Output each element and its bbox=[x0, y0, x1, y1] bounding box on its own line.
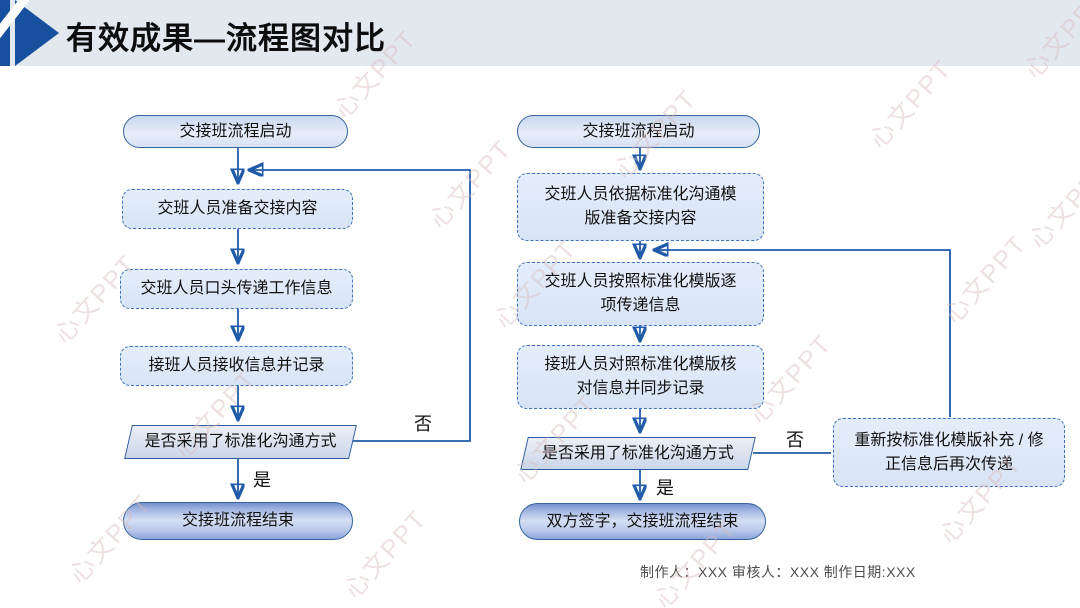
left-conn-no-loop bbox=[250, 170, 471, 442]
left-decision-label: 是否采用了标准化沟通方式 bbox=[144, 433, 337, 450]
right-step-2-node: 交班人员按照标准化模版逐项传递信息 bbox=[517, 262, 764, 326]
footer-credits: 制作人：XXX 审核人：XXX 制作日期:XXX bbox=[640, 564, 916, 580]
right-start-label: 交接班流程启动 bbox=[582, 122, 695, 140]
right-loop-box-node: 重新按标准化模版补充 / 修正信息后再次传递 bbox=[833, 418, 1065, 487]
right-yes-label: 是 bbox=[656, 478, 674, 498]
right-step-3-node: 接班人员对照标准化模版核对信息并同步记录 bbox=[517, 345, 764, 409]
right-end-label: 双方签字，交接班流程结束 bbox=[546, 512, 739, 530]
right-step-2-label: 交班人员按照标准化模版逐项传递信息 bbox=[544, 273, 737, 314]
left-step-3-label: 接班人员接收信息并记录 bbox=[148, 357, 325, 374]
left-end-node: 交接班流程结束 bbox=[123, 502, 353, 540]
left-start-node: 交接班流程启动 bbox=[123, 115, 348, 148]
left-end-label: 交接班流程结束 bbox=[181, 512, 294, 529]
left-no-label: 否 bbox=[414, 414, 432, 434]
title-bar bbox=[0, 0, 1080, 66]
page-title: 有效成果—流程图对比 bbox=[66, 21, 386, 56]
right-decision-label: 是否采用了标准化沟通方式 bbox=[541, 444, 734, 462]
right-conn-loop-back bbox=[655, 250, 951, 417]
left-step-2-node: 交班人员口头传递工作信息 bbox=[120, 269, 353, 309]
title-accent-arrow-icon bbox=[0, 0, 60, 66]
left-step-2-label: 交班人员口头传递工作信息 bbox=[140, 280, 333, 297]
right-step-1-node: 交班人员依据标准化沟通模版准备交接内容 bbox=[517, 173, 764, 241]
right-decision-node: 是否采用了标准化沟通方式 bbox=[520, 437, 756, 470]
left-decision-node: 是否采用了标准化沟通方式 bbox=[124, 425, 357, 459]
left-start-label: 交接班流程启动 bbox=[179, 122, 292, 140]
right-end-node: 双方签字，交接班流程结束 bbox=[519, 503, 766, 540]
right-no-label: 否 bbox=[786, 430, 804, 450]
right-start-node: 交接班流程启动 bbox=[517, 115, 760, 148]
left-yes-label: 是 bbox=[253, 470, 271, 490]
left-step-3-node: 接班人员接收信息并记录 bbox=[120, 346, 353, 386]
accent-strip bbox=[0, 0, 10, 66]
left-step-1-node: 交班人员准备交接内容 bbox=[122, 189, 353, 229]
right-step-1-label: 交班人员依据标准化沟通模版准备交接内容 bbox=[544, 186, 737, 227]
left-step-1-label: 交班人员准备交接内容 bbox=[157, 200, 318, 217]
right-step-3-label: 接班人员对照标准化模版核对信息并同步记录 bbox=[544, 356, 737, 397]
right-loop-box-label: 重新按标准化模版补充 / 修正信息后再次传递 bbox=[854, 431, 1044, 473]
